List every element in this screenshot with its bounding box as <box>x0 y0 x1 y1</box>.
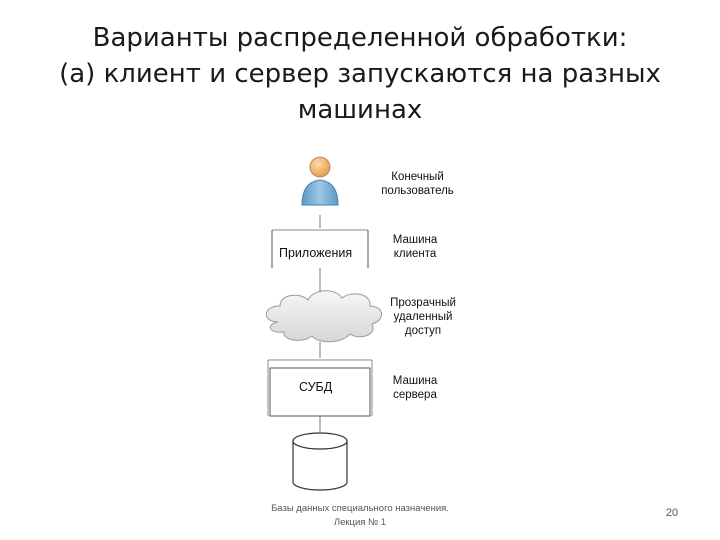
server-machine-label-line-2: сервера <box>393 389 437 401</box>
cloud-icon <box>265 290 382 343</box>
end-user-label-line-2: пользователь <box>381 185 454 197</box>
client-machine-label-line-2: клиента <box>393 248 437 260</box>
end-user-label: Конечный пользователь <box>370 170 465 198</box>
remote-access-label-line-1: Прозрачный <box>390 297 456 309</box>
slide-title: Варианты распределенной обработки: (а) к… <box>40 20 680 128</box>
server-machine-box <box>267 359 373 417</box>
remote-access-label-line-3: доступ <box>404 325 442 337</box>
title-line-2: (а) клиент и сервер запускаются на разны… <box>59 59 661 89</box>
database-cylinder-icon <box>292 432 348 491</box>
remote-access-label-line-2: удаленный <box>393 311 453 323</box>
server-machine-label-line-1: Машина <box>392 375 438 387</box>
applications-box-label: Приложения <box>279 246 353 260</box>
server-machine-label: Машина сервера <box>380 374 450 402</box>
remote-access-label: Прозрачный удаленный доступ <box>378 296 468 338</box>
end-user-label-line-1: Конечный <box>391 171 444 183</box>
footer-line-2: Лекция № 1 <box>333 517 387 528</box>
title-line-1: Варианты распределенной обработки: <box>92 23 628 53</box>
footer-line-1: Базы данных специального назначения. <box>271 503 449 514</box>
slide-footer: Базы данных специального назначения. Лек… <box>250 502 470 530</box>
title-line-3: машинах <box>297 95 423 125</box>
dbms-box-label: СУБД <box>299 380 333 394</box>
client-machine-label: Машина клиента <box>380 233 450 261</box>
user-icon <box>301 156 339 206</box>
client-machine-label-line-1: Машина <box>392 234 438 246</box>
page-number: 20 <box>665 507 679 519</box>
client-machine-box <box>271 229 369 268</box>
